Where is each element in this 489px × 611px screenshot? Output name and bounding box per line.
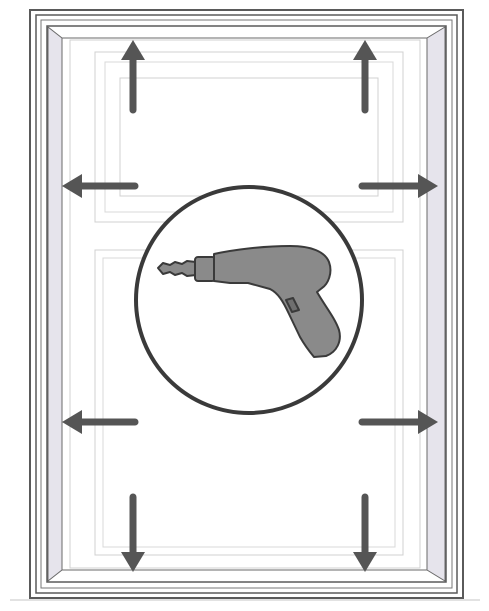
- drill-circle: [134, 185, 364, 415]
- arrow-up-icon: [353, 40, 377, 114]
- casing-line-2: [40, 19, 453, 589]
- arrow-right-icon: [358, 174, 438, 198]
- drill-icon: [157, 245, 341, 358]
- drill-badge: [134, 185, 364, 415]
- right-jamb: [426, 26, 446, 582]
- door-jambs: [47, 25, 446, 583]
- arrow-left-icon: [62, 174, 139, 198]
- arrow-up-icon: [121, 40, 145, 114]
- arrow-down-icon: [353, 493, 377, 572]
- casing-line-3: [46, 25, 447, 583]
- arrow-left-icon: [62, 410, 139, 434]
- arrow-down-icon: [121, 493, 145, 572]
- arrow-right-icon: [358, 410, 438, 434]
- casing-line-1: [35, 14, 458, 594]
- left-jamb: [47, 25, 63, 583]
- direction-arrows: [62, 40, 438, 572]
